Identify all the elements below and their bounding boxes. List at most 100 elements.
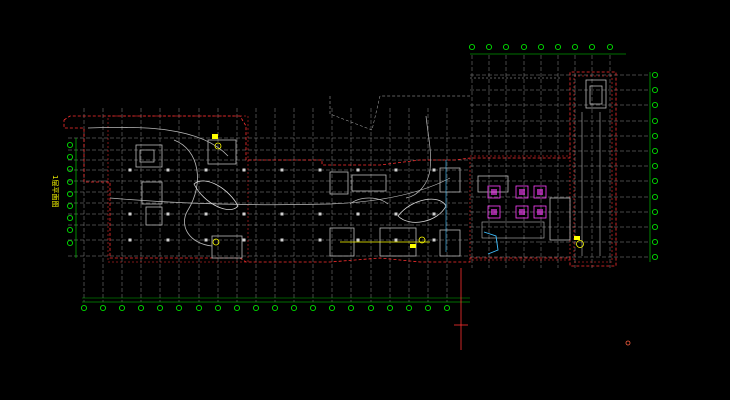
curved-wall — [349, 197, 389, 205]
annotation-mark — [214, 142, 222, 150]
axis-bubble — [271, 304, 279, 312]
axis-bubble — [537, 43, 545, 51]
axis-bubble — [66, 141, 74, 149]
column — [128, 212, 132, 216]
axis-bubble — [386, 304, 394, 312]
building-outline — [63, 71, 631, 350]
furniture — [481, 185, 547, 239]
axis-bubble — [405, 304, 413, 312]
tower-lift — [589, 85, 603, 105]
axis-bubble — [99, 304, 107, 312]
column — [432, 238, 436, 242]
axis-bubble — [424, 304, 432, 312]
column — [356, 168, 360, 172]
axis-bubble — [156, 304, 164, 312]
axis-bubble — [66, 153, 74, 161]
axis-bubble — [588, 43, 596, 51]
axis-bubble — [443, 304, 451, 312]
axis-bubble — [485, 43, 493, 51]
axis-bubble — [571, 43, 579, 51]
annotation-tag — [410, 244, 416, 248]
axis-bubble — [367, 304, 375, 312]
column — [128, 238, 132, 242]
column — [242, 168, 246, 172]
column — [432, 168, 436, 172]
grid-lines — [68, 55, 650, 302]
outline-east-block — [469, 155, 571, 261]
column — [280, 168, 284, 172]
axis-bubble — [520, 43, 528, 51]
table-group — [487, 185, 501, 199]
axis-bubble — [66, 226, 74, 234]
column — [318, 212, 322, 216]
column — [242, 212, 246, 216]
axis-bubble — [66, 214, 74, 222]
axis-bubble — [651, 162, 659, 170]
table — [491, 209, 497, 215]
origin-marker — [625, 340, 631, 346]
curved-wall — [405, 115, 431, 199]
side-title: 1层平面图 — [51, 175, 59, 207]
axis-bubble — [347, 304, 355, 312]
axis-bubble — [328, 304, 336, 312]
column — [318, 238, 322, 242]
axis-bubble — [118, 304, 126, 312]
axis-bubble — [651, 86, 659, 94]
outline-inner — [107, 115, 249, 263]
annotation-tag — [574, 236, 580, 240]
axis-bubble — [137, 304, 145, 312]
column — [356, 212, 360, 216]
axis-bubble — [66, 190, 74, 198]
room — [145, 206, 163, 226]
axis-bubble — [651, 177, 659, 185]
room — [439, 229, 461, 257]
column — [280, 238, 284, 242]
curved-wall — [87, 126, 229, 157]
table — [537, 209, 543, 215]
axis-bubble — [252, 304, 260, 312]
curved-wall — [173, 139, 213, 247]
walls — [87, 79, 607, 259]
tower-stair — [585, 79, 607, 109]
room — [351, 174, 387, 192]
column — [204, 168, 208, 172]
table-group — [487, 205, 501, 219]
axis-bubble — [66, 178, 74, 186]
axis-bubble — [502, 43, 510, 51]
axis-bubble — [66, 165, 74, 173]
axis-bubble — [651, 132, 659, 140]
room — [549, 197, 571, 241]
axis-bubble — [195, 304, 203, 312]
core-stair — [135, 144, 163, 168]
column — [394, 238, 398, 242]
oval-atrium — [397, 198, 447, 223]
axis-bubble — [651, 193, 659, 201]
oval-atrium — [193, 180, 239, 210]
curved-wall — [109, 177, 451, 206]
annotations — [212, 134, 584, 255]
column — [204, 212, 208, 216]
roof-line — [329, 95, 470, 131]
escalator — [483, 231, 499, 255]
column — [356, 238, 360, 242]
axis-bubble — [651, 71, 659, 79]
column — [394, 212, 398, 216]
table-group — [515, 185, 529, 199]
axis-bubble — [309, 304, 317, 312]
axis-bubble — [651, 117, 659, 125]
column — [280, 212, 284, 216]
room — [211, 235, 243, 259]
axis-bubble — [290, 304, 298, 312]
column — [394, 168, 398, 172]
table — [537, 189, 543, 195]
table-group — [533, 205, 547, 219]
room — [207, 139, 237, 165]
axis-bubble — [606, 43, 614, 51]
axis-bubbles — [66, 43, 659, 312]
axis-bubble — [80, 304, 88, 312]
table — [491, 189, 497, 195]
axis-bubble — [66, 239, 74, 247]
table-group — [533, 185, 547, 199]
